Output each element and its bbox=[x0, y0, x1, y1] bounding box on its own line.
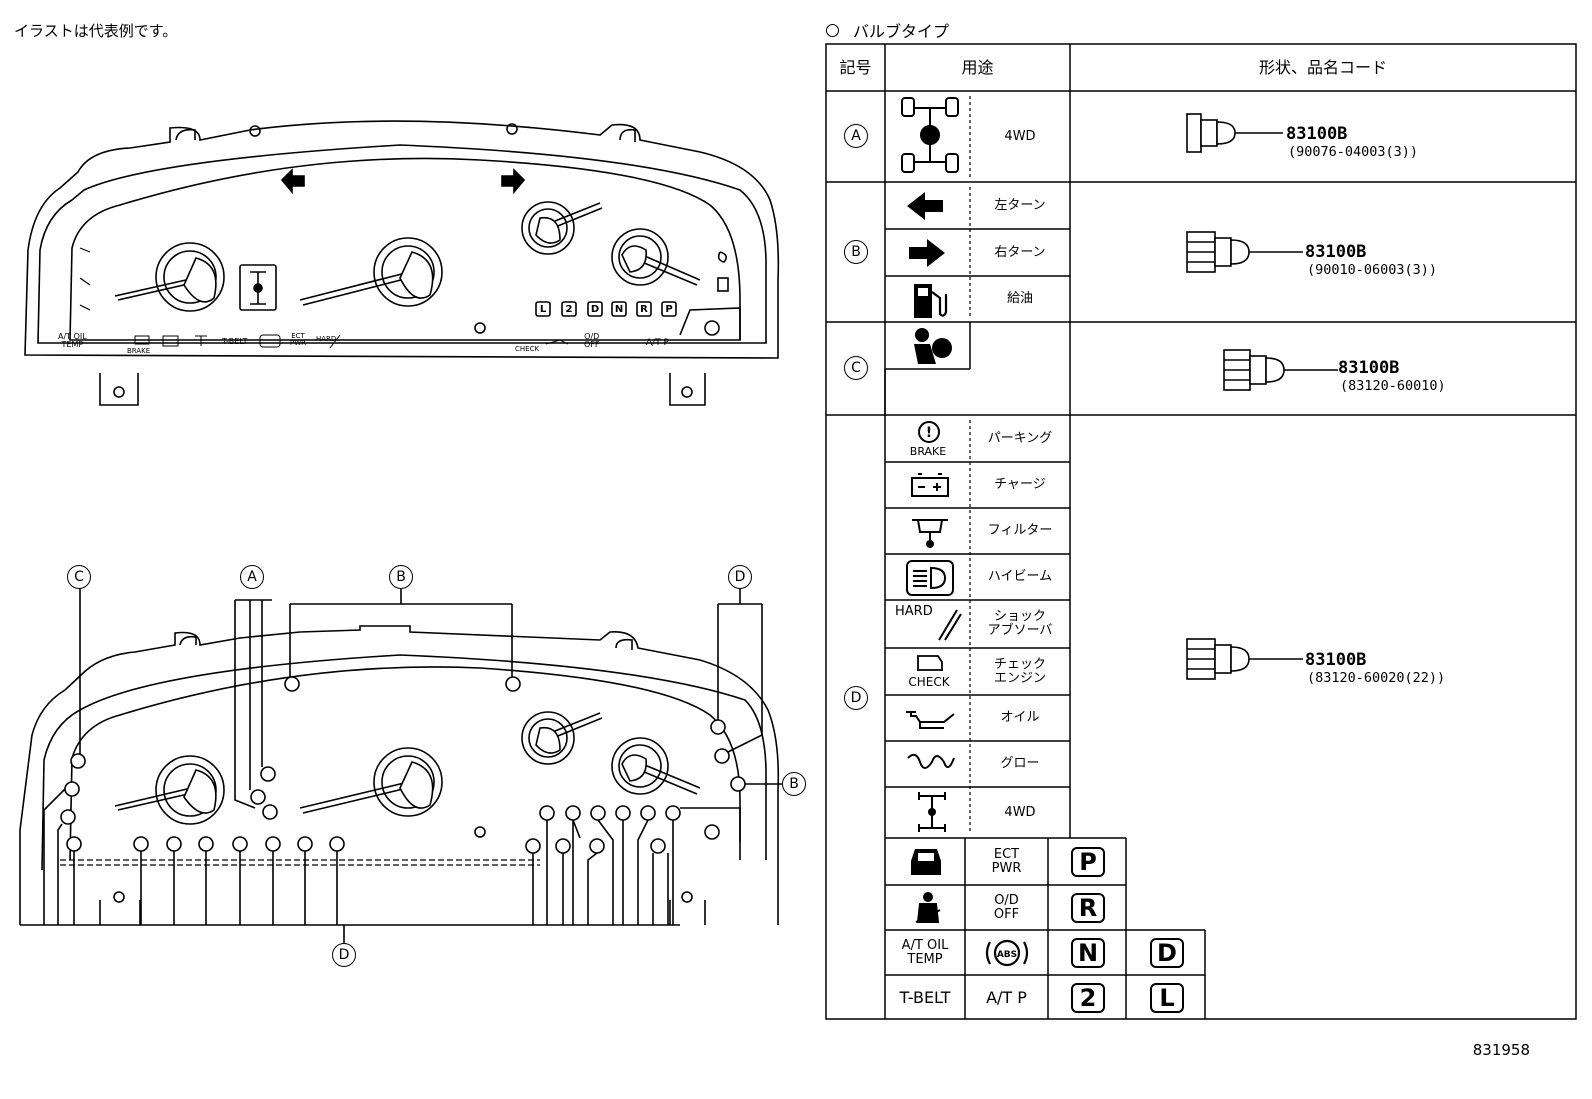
abs-icon: ABS bbox=[985, 939, 1029, 967]
header-usage: 用途 bbox=[961, 58, 994, 77]
row-b-code: 83100B (90010-06003(3)) bbox=[1305, 242, 1438, 278]
fuel-filter-icon bbox=[912, 519, 948, 548]
upper-cluster bbox=[24, 120, 780, 406]
ect-pwr-car-icon bbox=[911, 849, 941, 875]
row-d-glow: グロー bbox=[1000, 756, 1040, 771]
header-symbol: 記号 bbox=[839, 58, 872, 77]
oil-can-icon bbox=[906, 711, 955, 729]
4wd-axle-icon bbox=[918, 792, 946, 832]
callout-d: D bbox=[728, 565, 752, 589]
row-b-usage-3: 給油 bbox=[1006, 291, 1033, 306]
row-b-usage-2: 右ターン bbox=[994, 244, 1046, 260]
row-c-code: 83100B (83120-60010) bbox=[1338, 358, 1446, 394]
callout-c: C bbox=[67, 565, 91, 589]
lower-cluster bbox=[19, 588, 782, 945]
row-d-code: 83100B (83120-60020(22)) bbox=[1305, 650, 1446, 686]
row-d-4wd: 4WD bbox=[1004, 804, 1036, 820]
cluster-gear-l: L bbox=[539, 304, 547, 315]
airbag-person-icon bbox=[914, 328, 952, 364]
row-d-charge: チャージ bbox=[994, 477, 1046, 492]
callout-a: A bbox=[240, 565, 264, 589]
gear-p: P bbox=[1071, 847, 1105, 877]
gear-n: N bbox=[1071, 938, 1105, 968]
svg-text:!: ! bbox=[926, 425, 932, 441]
row-a-usage: 4WD bbox=[1004, 128, 1036, 144]
check-icon-text: CHECK bbox=[908, 675, 950, 689]
shock-absorber-icon bbox=[938, 609, 962, 641]
bulb-wedge-icon bbox=[1186, 113, 1283, 153]
cluster-gear-r: R bbox=[640, 304, 648, 315]
header-shape: 形状、品名コード bbox=[1258, 58, 1387, 77]
hard-icon-text: HARD bbox=[895, 604, 933, 619]
row-d-shock: ショック アブソーバ bbox=[987, 609, 1053, 638]
row-a-code: 83100B (90076-04003(3)) bbox=[1286, 124, 1419, 160]
fuel-pump-icon bbox=[914, 284, 948, 318]
cluster-gear-p: P bbox=[665, 304, 673, 315]
gear-l: L bbox=[1150, 983, 1184, 1013]
gear-r: R bbox=[1071, 893, 1105, 923]
cluster-gear-d: D bbox=[590, 304, 600, 315]
cluster-brake-label: BRAKE bbox=[127, 347, 151, 355]
document-id: 831958 bbox=[1472, 1041, 1530, 1059]
glow-plug-icon bbox=[907, 753, 955, 769]
illustration-note: イラストは代表例です。 bbox=[14, 22, 178, 40]
cluster-diagram bbox=[19, 120, 782, 945]
cluster-hard-label: HARD bbox=[316, 335, 337, 343]
row-b-usage-1: 左ターン bbox=[994, 197, 1046, 213]
brake-icon-text: BRAKE bbox=[909, 445, 947, 458]
seatbelt-od-icon bbox=[915, 892, 941, 923]
bulb-socket-d-icon bbox=[1186, 638, 1303, 680]
svg-text:ABS: ABS bbox=[997, 950, 1017, 960]
cluster-gear-2: 2 bbox=[565, 304, 573, 315]
high-beam-icon bbox=[906, 560, 954, 596]
gear-2: 2 bbox=[1071, 983, 1105, 1013]
ect-pwr-label: ECT PWR bbox=[991, 846, 1022, 876]
row-d-filter: フィルター bbox=[987, 523, 1053, 538]
row-letter-c: C bbox=[844, 356, 868, 380]
ring-icon bbox=[826, 23, 839, 37]
callout-b-right: B bbox=[782, 772, 806, 796]
callout-d-bottom: D bbox=[332, 943, 356, 967]
cluster-gear-n: N bbox=[614, 304, 624, 315]
gear-d: D bbox=[1150, 938, 1184, 968]
battery-icon bbox=[911, 473, 949, 497]
row-letter-d: D bbox=[844, 686, 868, 710]
left-turn-arrow-icon bbox=[907, 192, 943, 220]
row-d-parking: パーキング bbox=[987, 430, 1053, 446]
row-letter-a: A bbox=[844, 124, 868, 148]
t-belt-label: T-BELT bbox=[899, 987, 951, 1007]
cluster-atp-label: A/T P bbox=[646, 338, 669, 348]
row-d-check: チェック エンジン bbox=[993, 656, 1046, 686]
bulb-socket-c-icon bbox=[1223, 349, 1338, 391]
check-engine-icon bbox=[917, 655, 943, 671]
bulb-socket-icon bbox=[1186, 231, 1303, 273]
4wd-chassis-icon bbox=[901, 97, 959, 173]
right-turn-arrow-icon bbox=[909, 239, 945, 267]
row-letter-b: B bbox=[844, 240, 868, 264]
table-title: バルブタイプ bbox=[826, 18, 949, 42]
od-off-label: O/D OFF bbox=[993, 892, 1020, 922]
callout-b: B bbox=[389, 565, 413, 589]
cluster-check-label: CHECK bbox=[515, 345, 540, 353]
row-d-oil: オイル bbox=[1000, 710, 1040, 725]
at-p-label: A/T P bbox=[986, 987, 1027, 1007]
cluster-tbelt-label: T-BELT bbox=[222, 337, 248, 346]
row-d-highbeam: ハイビーム bbox=[987, 569, 1053, 584]
brake-warning-icon: ! bbox=[918, 421, 940, 443]
at-oil-temp-label: A/T OIL TEMP bbox=[901, 937, 949, 967]
